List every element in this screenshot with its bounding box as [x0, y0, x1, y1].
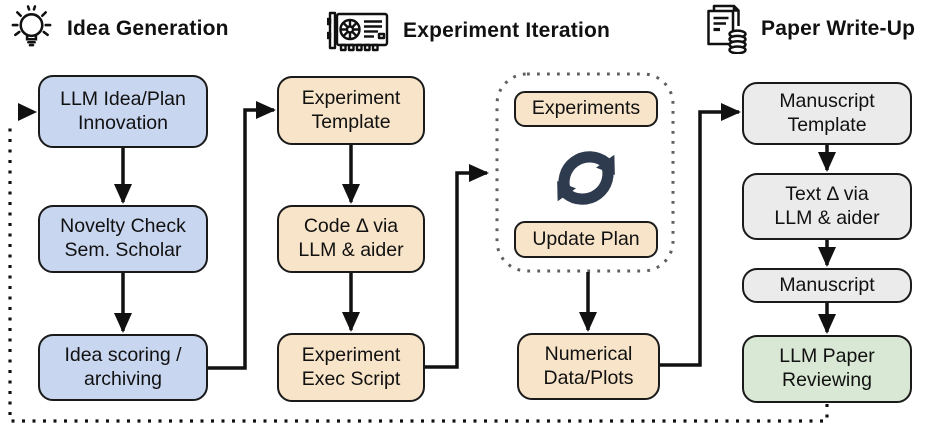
arrow-scoring-to-experiment-template	[208, 101, 276, 370]
section-title: Paper Write-Up	[761, 16, 916, 40]
arrow-numerical-to-manuscript-template	[660, 103, 741, 367]
node-manuscript-template: Manuscript Template	[742, 82, 912, 145]
node-text-delta: Text Δ via LLM & aider	[742, 173, 912, 240]
section-title: Idea Generation	[67, 17, 229, 40]
gpu-icon	[327, 8, 391, 54]
section-header-paper-write-up: Paper Write-Up	[701, 3, 915, 54]
arrow-exec-to-loop-region	[425, 164, 489, 369]
section-header-idea-generation: Idea Generation	[8, 4, 229, 54]
feedback-arrowhead	[18, 103, 37, 121]
sync-loop-icon	[546, 138, 626, 218]
lightbulb-icon	[8, 4, 55, 54]
node-novelty-check: Novelty Check Sem. Scholar	[38, 205, 208, 273]
document-stack-icon	[701, 3, 749, 54]
section-title: Experiment Iteration	[403, 19, 611, 42]
node-experiment-exec-script: Experiment Exec Script	[277, 333, 425, 402]
node-update-plan: Update Plan	[514, 221, 658, 258]
node-idea-scoring: Idea scoring / archiving	[38, 334, 208, 401]
section-header-experiment-iteration: Experiment Iteration	[327, 8, 610, 54]
node-code-delta: Code Δ via LLM & aider	[277, 205, 425, 273]
node-experiments: Experiments	[514, 91, 658, 127]
node-numerical-data-plots: Numerical Data/Plots	[517, 333, 660, 400]
node-llm-paper-reviewing: LLM Paper Reviewing	[742, 335, 912, 403]
node-experiment-template: Experiment Template	[277, 76, 425, 145]
node-manuscript: Manuscript	[742, 268, 912, 303]
node-llm-idea-plan-innovation: LLM Idea/Plan Innovation	[38, 75, 208, 148]
